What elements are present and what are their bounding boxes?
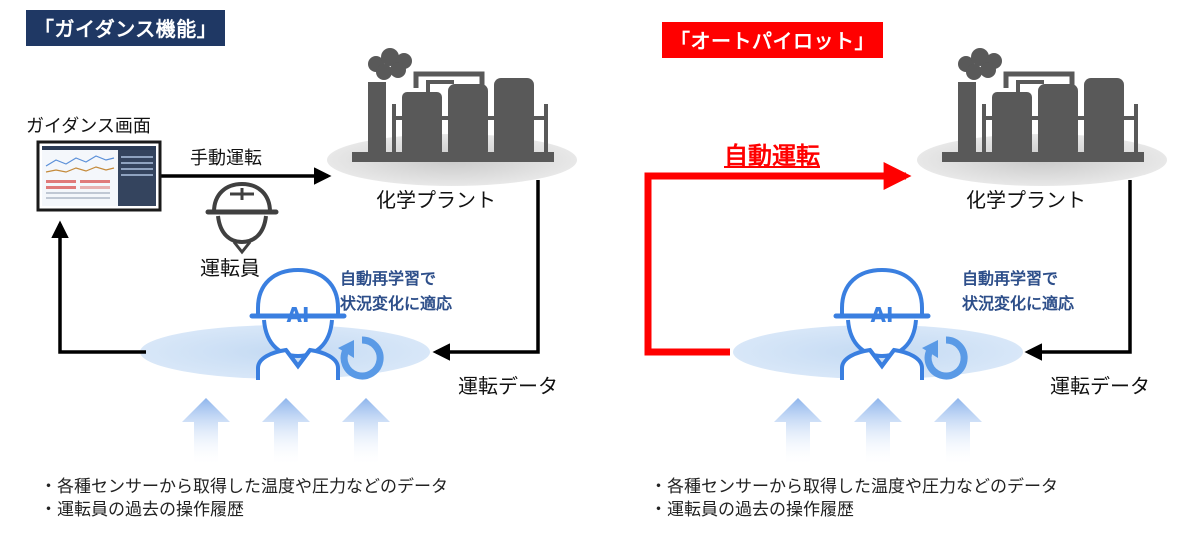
left-data-label: 運転データ (458, 374, 558, 398)
left-bullet-2: ・運転員の過去の操作履歴 (40, 500, 244, 520)
right-bullets: ・各種センサーから取得した温度や圧力などのデータ ・運転員の過去の操作履歴 (650, 476, 1058, 522)
right-ai-text: 自動再学習で 状況変化に適応 (962, 266, 1074, 316)
monitor-icon (36, 140, 162, 212)
guidance-screen-label: ガイダンス画面 (26, 116, 151, 137)
left-ai-icon-label: AI (287, 303, 310, 327)
right-up-arrow-1 (774, 398, 822, 466)
left-title-badge: 「ガイダンス機能」 (26, 10, 226, 46)
right-data-arrow (1024, 180, 1132, 361)
operator-label: 運転員 (200, 256, 260, 280)
right-ai-icon-label: AI (871, 303, 894, 327)
right-ai-line1: 自動再学習で (962, 269, 1059, 288)
left-up-arrow-3 (342, 398, 390, 466)
left-ai-line2: 状況変化に適応 (340, 294, 453, 313)
right-title-badge: 「オートパイロット」 (662, 22, 883, 58)
right-bullet-1: ・各種センサーから取得した温度や圧力などのデータ (650, 477, 1058, 497)
right-factory-icon (917, 48, 1167, 186)
right-auto-arrow (644, 162, 912, 356)
manual-operation-label: 手動運転 (190, 148, 262, 169)
left-plant-label: 化学プラント (376, 188, 496, 212)
left-data-arrow (432, 180, 540, 361)
right-data-label: 運転データ (1050, 374, 1150, 398)
right-ai-line2: 状況変化に適応 (962, 294, 1075, 313)
right-up-arrow-3 (934, 398, 982, 466)
left-up-arrow-2 (262, 398, 310, 466)
left-factory-icon (327, 48, 577, 186)
left-ai-line1: 自動再学習で (340, 269, 437, 288)
left-up-arrow-1 (182, 398, 230, 466)
right-bullet-2: ・運転員の過去の操作履歴 (650, 500, 854, 520)
helmet-operator-icon (208, 184, 276, 252)
left-bullet-1: ・各種センサーから取得した温度や圧力などのデータ (40, 477, 448, 497)
left-feedback-arrow (51, 220, 146, 354)
right-up-arrow-2 (854, 398, 902, 466)
auto-operation-label: 自動運転 (724, 142, 820, 170)
right-plant-label: 化学プラント (966, 188, 1086, 212)
left-bullets: ・各種センサーから取得した温度や圧力などのデータ ・運転員の過去の操作履歴 (40, 476, 448, 522)
left-ai-text: 自動再学習で 状況変化に適応 (340, 266, 452, 316)
